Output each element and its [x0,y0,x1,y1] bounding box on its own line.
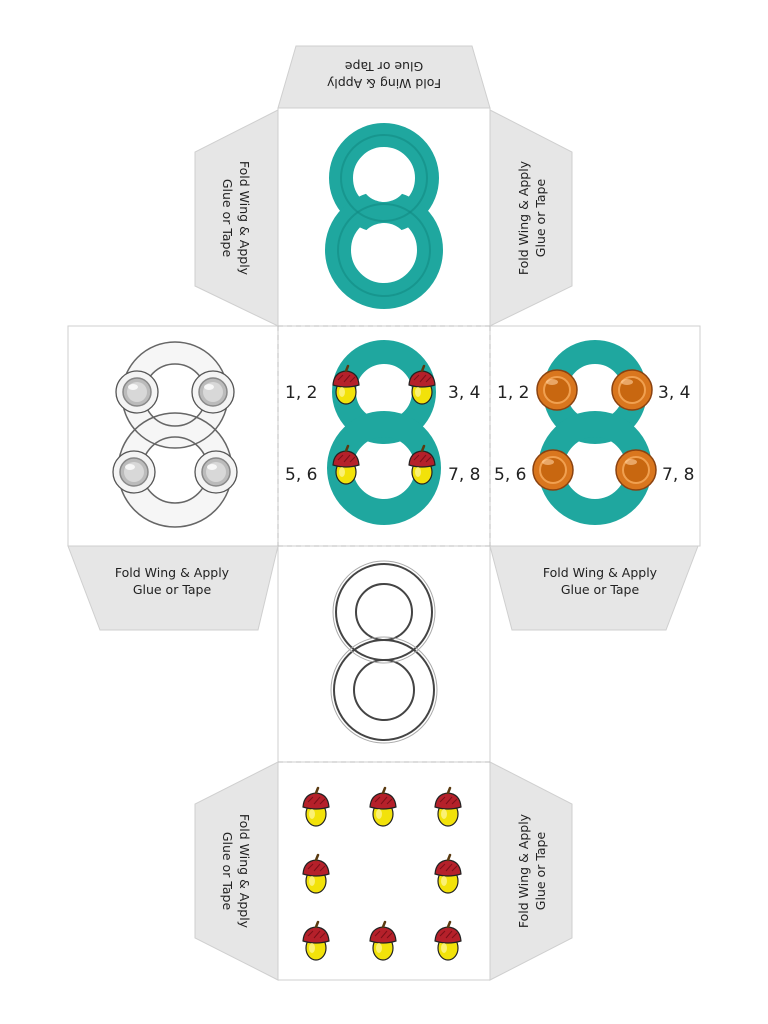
count-label-3-4: 3, 4 [658,383,691,403]
wing-line1: Fold Wing & Apply [326,76,442,91]
count-label-1-2: 1, 2 [285,383,318,403]
silver-ring-icon [115,370,159,414]
wing-label-mid-right: Fold Wing & Apply Glue or Tape [530,564,670,598]
wing-label-bottom-left: Fold Wing & Apply Glue or Tape [219,801,253,941]
wing-line1: Fold Wing & Apply [516,813,531,929]
wing-line1: Fold Wing & Apply [237,813,252,929]
wing-line2: Glue or Tape [132,582,212,597]
silver-ring-icon [194,450,238,494]
silver-ring-icon [112,450,156,494]
count-label-5-6: 5, 6 [494,465,527,485]
wing-label-bottom-right: Fold Wing & Apply Glue or Tape [515,801,549,941]
teal-eight-top [325,123,443,309]
wing-line2: Glue or Tape [560,582,640,597]
fold-lines [277,325,491,763]
count-label-5-6: 5, 6 [285,465,318,485]
wing-line1: Fold Wing & Apply [114,565,230,580]
wing-label-top: Fold Wing & Apply Glue or Tape [314,58,454,92]
wing-line1: Fold Wing & Apply [237,160,252,276]
orange-ring-icon [615,449,657,491]
teal-eight-rings [532,340,657,525]
count-label-7-8: 7, 8 [448,465,481,485]
wing-line2: Glue or Tape [344,59,424,74]
wing-label-mid-left: Fold Wing & Apply Glue or Tape [102,564,242,598]
wing-line2: Glue or Tape [220,178,235,258]
orange-ring-icon [532,449,574,491]
wing-label-top-right: Fold Wing & Apply Glue or Tape [515,148,549,288]
wing-line1: Fold Wing & Apply [516,160,531,276]
silver-ring-icon [191,370,235,414]
wing-line2: Glue or Tape [533,178,548,258]
silver-eight [112,341,238,528]
wing-line2: Glue or Tape [533,831,548,911]
count-label-7-8: 7, 8 [662,465,695,485]
teal-eight-acorns [327,340,441,525]
wing-line2: Glue or Tape [220,831,235,911]
wing-line1: Fold Wing & Apply [542,565,658,580]
wing-label-top-left: Fold Wing & Apply Glue or Tape [219,148,253,288]
orange-ring-icon [536,369,578,411]
orange-ring-icon [611,369,653,411]
count-label-3-4: 3, 4 [448,383,481,403]
outline-eight [330,560,438,744]
count-label-1-2: 1, 2 [497,383,530,403]
